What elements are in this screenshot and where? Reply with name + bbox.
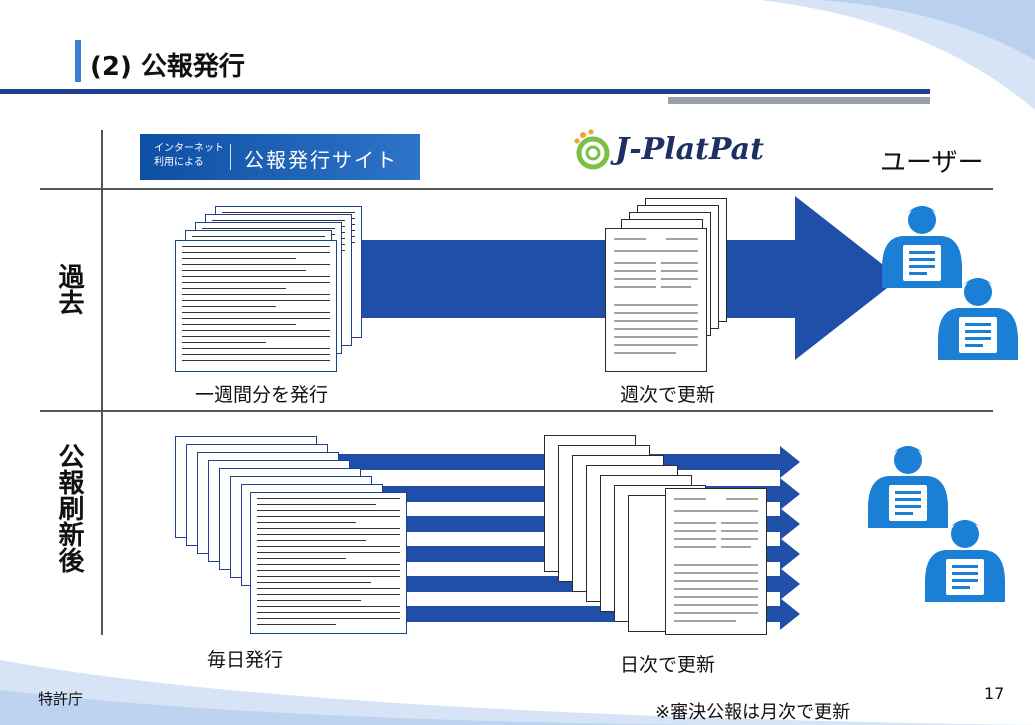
row-label-past: 過去 bbox=[54, 263, 84, 315]
gazette-document-icon bbox=[665, 488, 767, 635]
caption-after-issue: 毎日発行 bbox=[207, 649, 284, 671]
gazette-site-logo: インターネット 利用による 公報発行サイト bbox=[140, 134, 420, 180]
person-reading-icon bbox=[924, 519, 1006, 603]
footnote: ※審決公報は月次で更新 bbox=[655, 702, 851, 723]
jpp-logo-icon bbox=[574, 129, 610, 170]
xml-document-icon bbox=[175, 240, 337, 372]
person-reading-icon bbox=[937, 277, 1019, 361]
caption-past-issue: 一週間分を発行 bbox=[195, 384, 329, 406]
table-vertical-line bbox=[101, 130, 103, 635]
logo-main-text: 公報発行サイト bbox=[244, 148, 398, 172]
title-rule bbox=[0, 89, 930, 94]
bottom-decoration bbox=[0, 660, 1035, 725]
logo-small-line1: インターネット bbox=[154, 143, 224, 154]
gazette-document-icon bbox=[605, 228, 707, 372]
caption-past-update: 週次で更新 bbox=[620, 384, 716, 406]
caption-after-update: 日次で更新 bbox=[620, 654, 716, 676]
logo-small-line2: 利用による bbox=[154, 157, 204, 168]
row-label-after-renewal: 公報刷新後 bbox=[54, 443, 84, 573]
person-reading-icon bbox=[867, 445, 949, 529]
xml-document-icon bbox=[250, 492, 407, 634]
table-line-middle bbox=[40, 410, 993, 412]
user-label: ユーザー bbox=[880, 148, 984, 178]
top-decoration bbox=[760, 0, 1035, 110]
page-number: 17 bbox=[984, 684, 1005, 703]
title-rule-secondary bbox=[668, 97, 930, 104]
table-line-header bbox=[40, 188, 993, 190]
person-reading-icon bbox=[881, 205, 963, 289]
jpp-logo-text: J-PlatPat bbox=[615, 132, 764, 167]
logo-divider bbox=[230, 144, 231, 170]
page-title: (2) 公報発行 bbox=[90, 52, 245, 82]
title-accent-bar bbox=[75, 40, 81, 82]
footer-org: 特許庁 bbox=[38, 690, 84, 708]
